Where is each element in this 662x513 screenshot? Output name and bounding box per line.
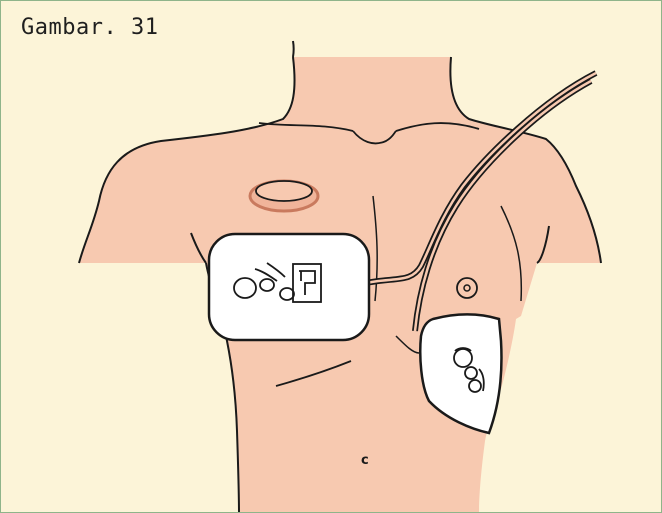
implanted-device-icon — [250, 181, 318, 211]
neck-left — [293, 41, 294, 57]
bottom-mark: c — [361, 453, 369, 468]
left-electrode-pad — [209, 234, 369, 340]
figure-caption: Gambar. 31 — [21, 15, 158, 40]
